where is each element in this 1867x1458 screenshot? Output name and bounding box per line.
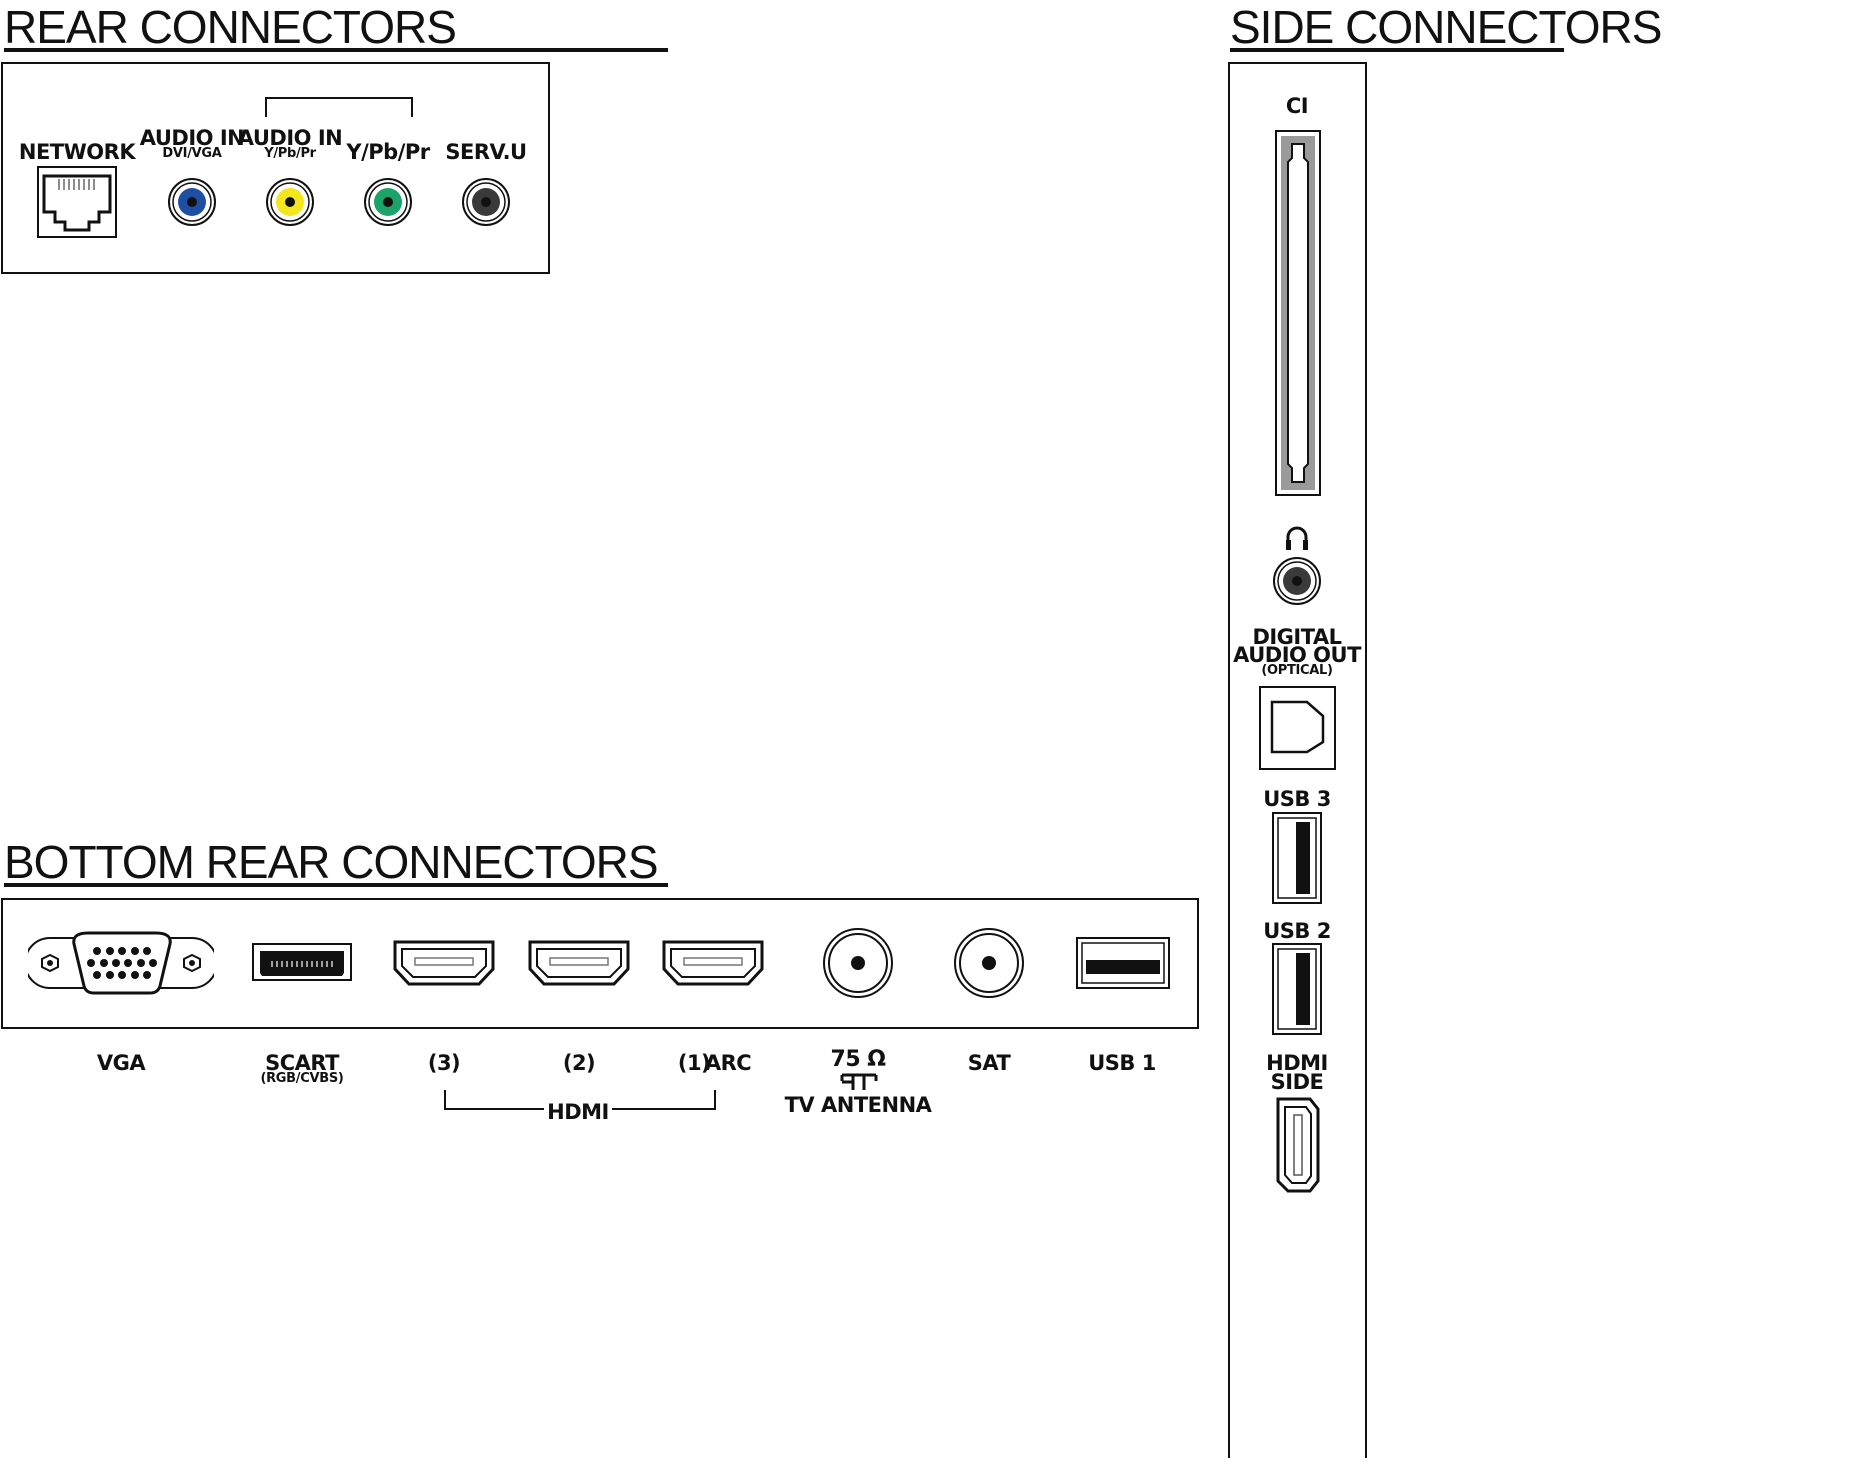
ypbpr-label: Y/Pb/Pr — [346, 140, 430, 164]
sat-port-icon[interactable] — [953, 927, 1025, 999]
hdmi2-label: (2) — [562, 1051, 596, 1075]
hdmi-side-label-line1: HDMI — [1266, 1051, 1328, 1075]
vga-label: VGA — [96, 1051, 146, 1075]
hdmi3-port-icon[interactable] — [393, 939, 495, 987]
hdmi-side-label-line2: SIDE — [1270, 1070, 1324, 1094]
hdmi-group-label: HDMI — [547, 1100, 609, 1124]
hdmi1-arc-label: ARC — [704, 1051, 752, 1075]
network-ethernet-port-icon[interactable] — [37, 166, 117, 238]
hdmi-bracket-left — [444, 1090, 446, 1110]
usb2-label: USB 2 — [1263, 919, 1331, 943]
audio-in-dvi-label: AUDIO IN — [139, 126, 245, 150]
ci-label: CI — [1285, 94, 1309, 118]
vga-port-icon[interactable] — [28, 930, 214, 996]
hdmi-bracket-line-right — [612, 1108, 716, 1110]
hdmi-side-port-icon[interactable] — [1274, 1095, 1322, 1195]
antenna-symbol-icon — [840, 1073, 878, 1090]
hdmi-bracket-line-left — [444, 1108, 544, 1110]
tv-antenna-port-icon[interactable] — [822, 927, 894, 999]
hdmi1-label: (1) — [677, 1051, 711, 1075]
rear-connectors-heading: REAR CONNECTORS — [4, 1, 457, 53]
ypbpr-jack-icon[interactable] — [363, 177, 413, 227]
usb3-label: USB 3 — [1263, 787, 1331, 811]
servu-jack-icon[interactable] — [461, 177, 511, 227]
rear-connectors-panel — [1, 62, 550, 274]
audio-in-ypbpr-sublabel: Y/Pb/Pr — [264, 146, 316, 161]
headphone-icon — [1286, 526, 1308, 550]
hdmi1-port-icon[interactable] — [662, 939, 764, 987]
digital-audio-out-sublabel: (OPTICAL) — [1261, 663, 1333, 678]
bottom-heading-rule — [4, 883, 668, 887]
bottom-rear-connectors-heading: BOTTOM REAR CONNECTORS — [4, 836, 659, 888]
network-label: NETWORK — [18, 140, 136, 164]
antenna-ohm-label: 75 Ω — [830, 1047, 886, 1072]
side-connectors-panel — [1228, 62, 1367, 1458]
side-heading-rule — [1230, 48, 1564, 52]
usb3-port-icon[interactable] — [1272, 812, 1322, 904]
hdmi-bracket-right — [714, 1090, 716, 1110]
audio-in-dvi-jack-icon[interactable] — [167, 177, 217, 227]
side-connectors-heading: SIDE CONNECTORS — [1230, 1, 1662, 53]
audio-ypbpr-bracket — [265, 97, 413, 117]
audio-in-ypbpr-jack-icon[interactable] — [265, 177, 315, 227]
tv-antenna-label: TV ANTENNA — [784, 1093, 932, 1117]
digital-audio-out-label-line1: DIGITAL — [1252, 625, 1342, 649]
servu-label: SERV.U — [445, 140, 527, 164]
digital-audio-out-label-line2: AUDIO OUT — [1233, 643, 1361, 667]
scart-sublabel: (RGB/CVBS) — [260, 1071, 344, 1086]
rear-heading-rule — [4, 48, 668, 52]
scart-label: SCART — [265, 1051, 339, 1075]
scart-port-icon[interactable] — [252, 943, 352, 981]
ci-slot-icon[interactable] — [1275, 130, 1321, 496]
usb1-label: USB 1 — [1088, 1051, 1156, 1075]
hdmi2-port-icon[interactable] — [528, 939, 630, 987]
audio-in-dvi-sublabel: DVI/VGA — [162, 146, 222, 161]
hdmi3-label: (3) — [427, 1051, 461, 1075]
sat-label: SAT — [967, 1051, 1011, 1075]
usb2-port-icon[interactable] — [1272, 943, 1322, 1035]
optical-audio-port-icon[interactable] — [1259, 686, 1336, 770]
audio-in-ypbpr-label: AUDIO IN — [237, 126, 343, 150]
usb1-port-icon[interactable] — [1076, 937, 1170, 989]
bottom-rear-connectors-panel — [1, 898, 1199, 1029]
headphone-jack-icon[interactable] — [1272, 556, 1322, 606]
